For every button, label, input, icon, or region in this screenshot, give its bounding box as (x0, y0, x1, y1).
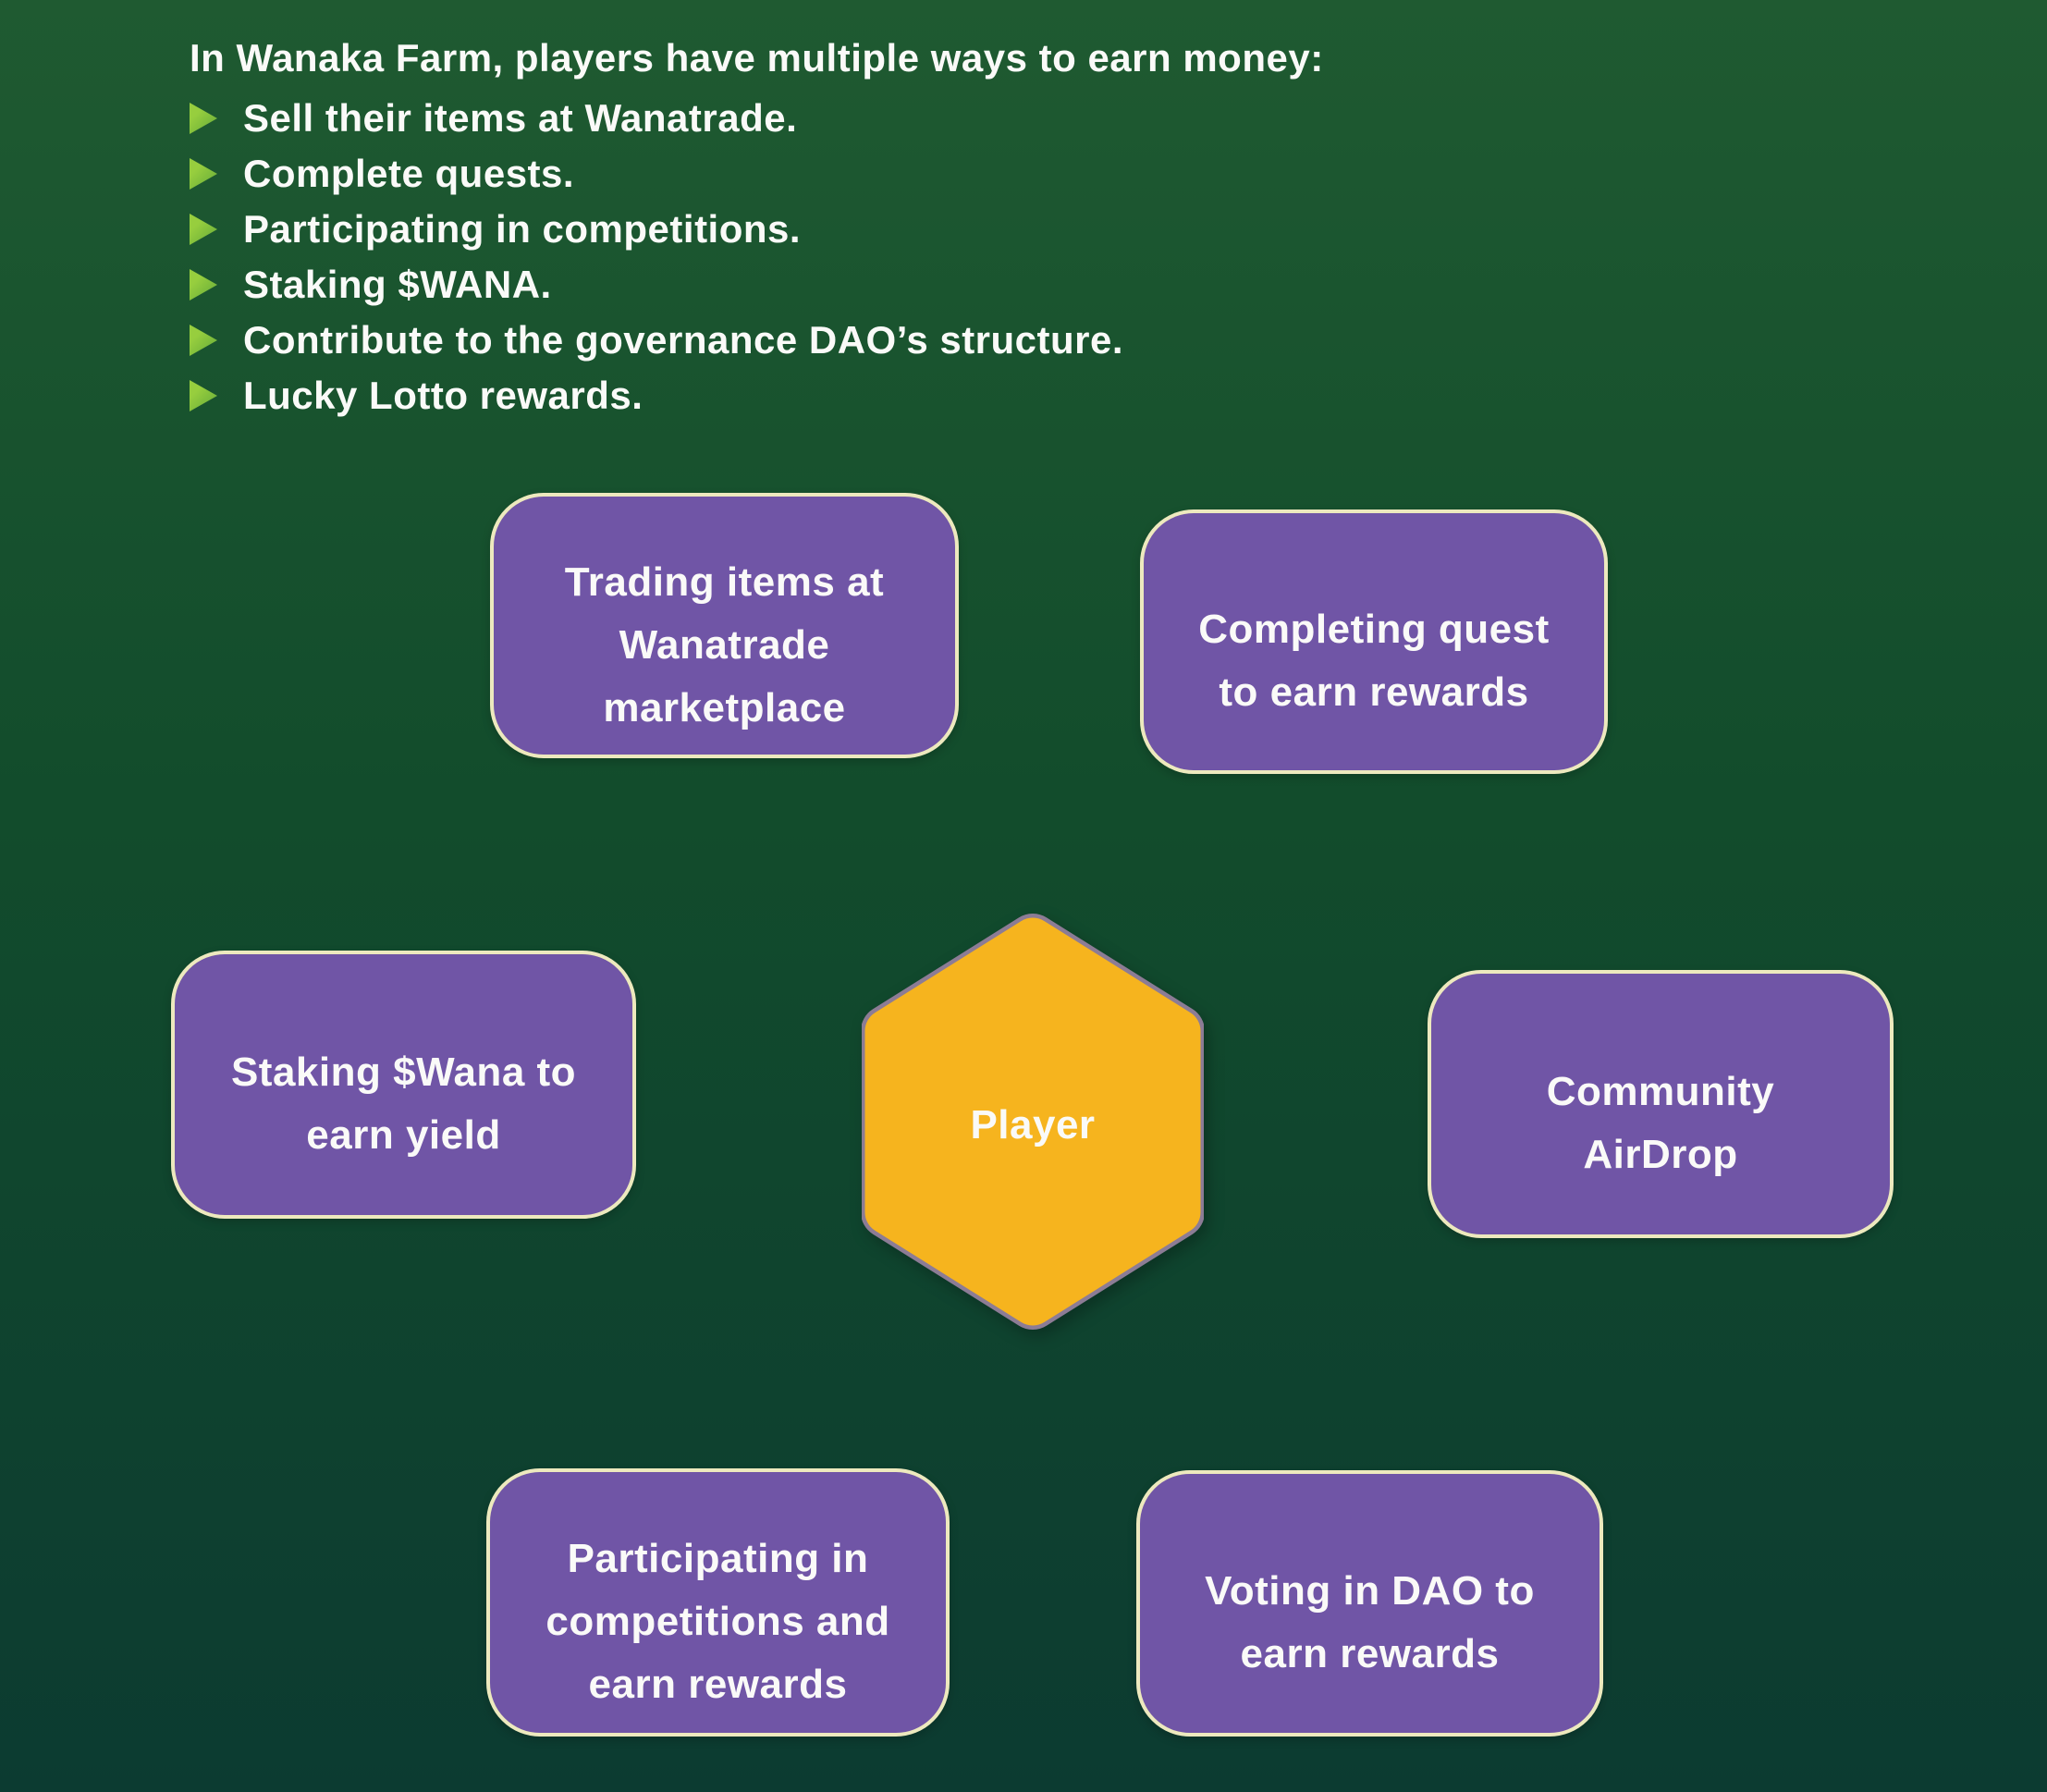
bullet-arrow-icon (190, 103, 217, 134)
node-competitions: Participating in competitions and earn r… (486, 1468, 950, 1737)
page-title: In Wanaka Farm, players have multiple wa… (190, 36, 1324, 80)
node-community-airdrop: Community AirDrop (1428, 970, 1894, 1238)
node-staking-wana: Staking $Wana to earn yield (171, 951, 636, 1219)
player-hexagon: Player (862, 914, 1204, 1330)
bullet-arrow-icon (190, 325, 217, 356)
list-item: Sell their items at Wanatrade. (190, 91, 1123, 146)
list-item: Contribute to the governance DAO’s struc… (190, 313, 1123, 368)
list-item: Staking $WANA. (190, 257, 1123, 313)
bullet-arrow-icon (190, 214, 217, 245)
list-item: Participating in competitions. (190, 202, 1123, 257)
earning-methods-list: Sell their items at Wanatrade. Complete … (190, 91, 1123, 423)
node-trading-items: Trading items at Wanatrade marketplace (490, 493, 959, 758)
bullet-arrow-icon (190, 380, 217, 411)
hexagon-shape-icon (862, 914, 1204, 1330)
player-label: Player (970, 1102, 1096, 1148)
node-label: Staking $Wana to earn yield (230, 1049, 577, 1158)
node-label: Completing quest to earn rewards (1198, 607, 1550, 715)
bullet-arrow-icon (190, 269, 217, 301)
list-item: Lucky Lotto rewards. (190, 368, 1123, 423)
node-completing-quests: Completing quest to earn rewards (1140, 509, 1608, 774)
bullet-arrow-icon (190, 158, 217, 190)
node-label: Community AirDrop (1546, 1069, 1775, 1177)
list-item: Complete quests. (190, 146, 1123, 202)
node-dao-voting: Voting in DAO to earn rewards (1136, 1470, 1603, 1737)
node-label: Voting in DAO to earn rewards (1205, 1568, 1535, 1676)
node-label: Trading items at Wanatrade marketplace (564, 558, 885, 730)
node-label: Participating in competitions and earn r… (545, 1536, 890, 1707)
